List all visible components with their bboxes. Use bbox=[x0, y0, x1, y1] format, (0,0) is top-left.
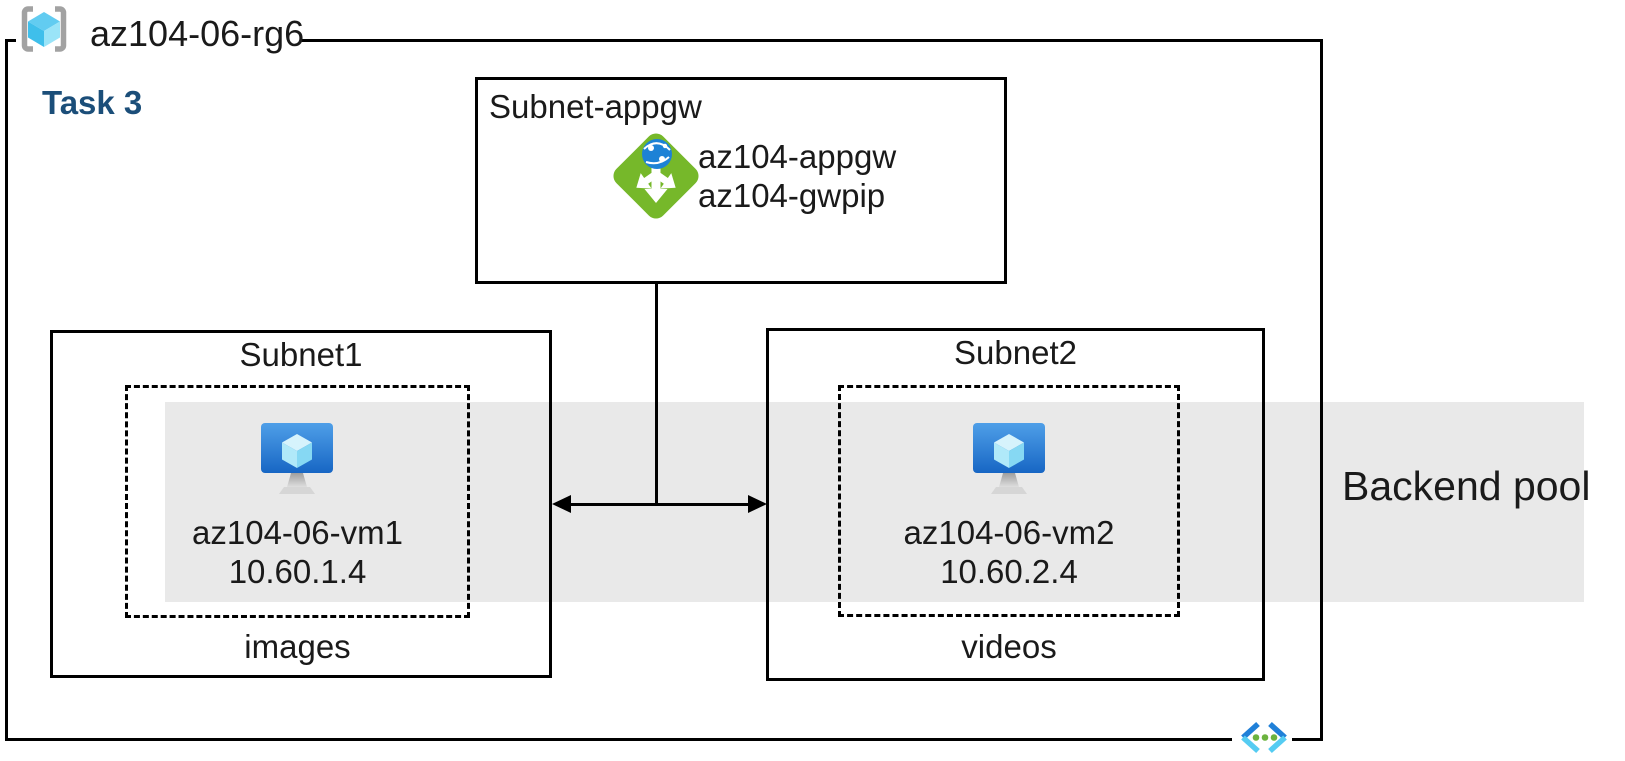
subnet2-label: Subnet2 bbox=[954, 334, 1077, 371]
gateway-to-backend-connector bbox=[655, 205, 658, 505]
subnet2-vm-group-box bbox=[838, 385, 1180, 617]
subnet1-caption: images bbox=[244, 628, 351, 665]
backend-pool-band bbox=[165, 402, 1584, 602]
vm2-name-label: az104-06-vm2 bbox=[903, 514, 1115, 551]
subnet-appgw-label: Subnet-appgw bbox=[489, 88, 702, 125]
task-label: Task 3 bbox=[42, 84, 143, 121]
subnet2-caption: videos bbox=[961, 628, 1057, 665]
border-gap bbox=[16, 30, 300, 52]
subnet-appgw-box bbox=[475, 77, 1007, 284]
subnet1-label: Subnet1 bbox=[239, 336, 363, 373]
virtual-machine-icon bbox=[973, 423, 1045, 494]
virtual-network-icon bbox=[1241, 721, 1287, 754]
resource-group-box bbox=[5, 39, 1323, 741]
vm1-name-label: az104-06-vm1 bbox=[192, 514, 403, 551]
resource-group-title: az104-06-rg6 bbox=[90, 13, 305, 54]
vm2-ip-label: 10.60.2.4 bbox=[940, 553, 1078, 590]
vm1-ip-label: 10.60.1.4 bbox=[228, 553, 367, 590]
resource-group-icon bbox=[21, 6, 67, 52]
gateway-pip-label: az104-gwpip bbox=[698, 177, 886, 214]
arrowhead-right bbox=[748, 495, 767, 513]
inter-subnet-arrow bbox=[566, 503, 754, 506]
virtual-machine-icon bbox=[261, 423, 333, 494]
subnet1-box bbox=[50, 330, 552, 678]
gateway-name-label: az104-appgw bbox=[698, 138, 897, 175]
application-gateway-icon bbox=[613, 133, 699, 219]
subnet1-vm-group-box bbox=[125, 385, 470, 618]
subnet2-box bbox=[766, 328, 1265, 681]
arrowhead-left bbox=[552, 495, 571, 513]
backend-pool-label: Backend pool bbox=[1342, 463, 1591, 509]
